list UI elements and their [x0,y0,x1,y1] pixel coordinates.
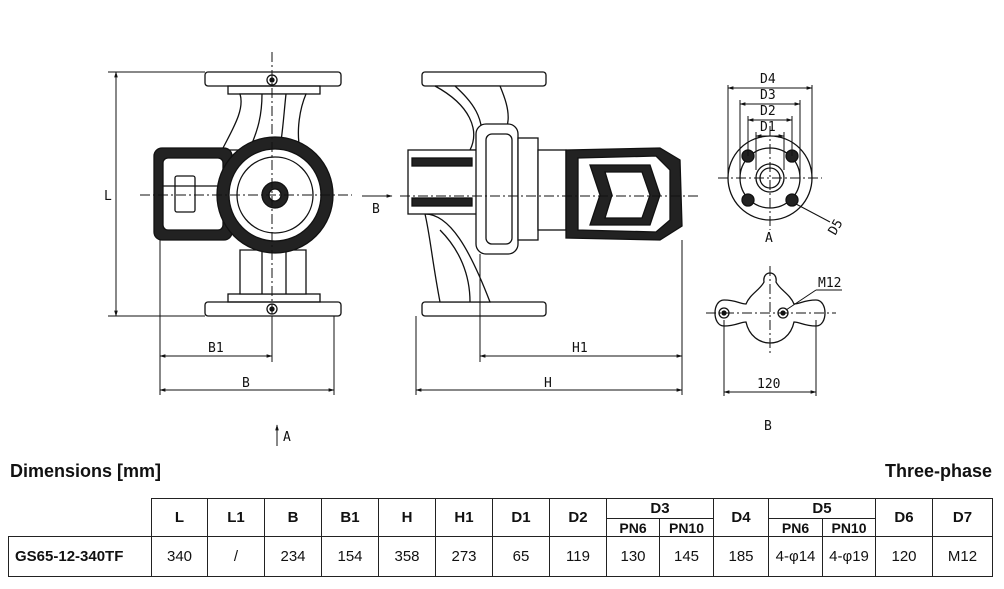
header-D3: D3 [606,497,714,520]
phase-title: Three-phase [884,461,992,481]
cell-H: 358 [378,536,436,577]
cell-B1: 154 [321,536,379,577]
header-D1: D1 [492,497,550,538]
label-D1: D1 [760,120,776,135]
view-label-A: A [765,231,773,246]
cell-D3-PN6: 130 [606,536,660,577]
cell-D3-PN10: 145 [659,536,714,577]
header-H1: H1 [435,497,493,538]
label-H: H [544,376,552,391]
table-corner [8,498,152,538]
dimension-H1-H [415,240,683,395]
cell-D4: 185 [713,536,769,577]
arrow-label-B: B [372,202,380,217]
flange-view-B [706,266,836,356]
cell-D5-PN6: 4-φ14 [768,536,823,577]
cell-D7: M12 [932,536,993,577]
table-row: GS65-12-340TF 340 / 234 154 358 273 65 1… [8,536,993,577]
header-D2: D2 [549,497,607,538]
header-D3-PN6: PN6 [606,518,660,538]
header-D5-PN6: PN6 [768,518,823,538]
label-B: B [242,376,250,391]
flange-dimensions [727,85,831,223]
header-H: H [378,497,436,538]
header-B1: B1 [321,497,379,538]
cell-B: 234 [264,536,322,577]
label-M12: M12 [818,276,841,291]
header-B: B [264,497,322,538]
dimension-B1-B [159,240,335,395]
label-B1: B1 [208,341,224,356]
pump-technical-drawing: L B1 B B A [104,52,847,446]
cell-D1: 65 [492,536,550,577]
dimensions-table: L L1 B B1 H H1 D1 D2 D3 D4 D5 D6 D7 PN6 … [8,497,993,577]
header-D4: D4 [713,497,769,538]
dimension-L [108,71,205,317]
flange-b-dimensions [723,289,842,396]
label-D4: D4 [760,72,776,87]
arrow-label-A: A [283,430,291,445]
header-L: L [151,497,208,538]
view-label-B: B [764,419,772,434]
side-view [400,71,700,317]
header-D6: D6 [875,497,933,538]
header-D5: D5 [768,497,876,520]
cell-L: 340 [151,536,208,577]
dimensions-title: Dimensions [mm] [10,461,162,481]
header-D3-PN10: PN10 [659,518,714,538]
cell-H1: 273 [435,536,493,577]
flange-view-A [718,126,822,230]
label-D5: D5 [826,217,847,238]
cell-D5-PN10: 4-φ19 [822,536,876,577]
header-L1: L1 [207,497,265,538]
header-D5-PN10: PN10 [822,518,876,538]
cell-model: GS65-12-340TF [8,536,152,577]
cell-D6: 120 [875,536,933,577]
label-120: 120 [757,377,780,392]
cell-D2: 119 [549,536,607,577]
label-L: L [104,189,112,204]
label-H1: H1 [572,341,588,356]
front-view [140,52,352,360]
label-D3: D3 [760,88,776,103]
header-D7: D7 [932,497,993,538]
cell-L1: / [207,536,265,577]
label-D2: D2 [760,104,776,119]
